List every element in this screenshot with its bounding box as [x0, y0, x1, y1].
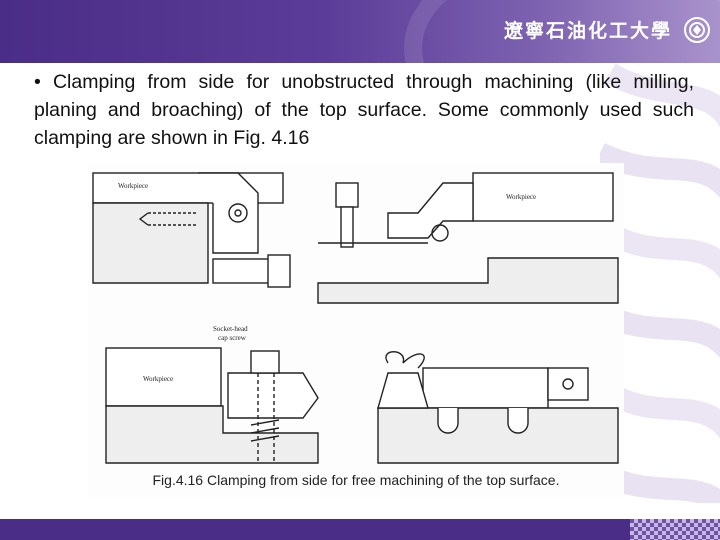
socket-head-label-line1: Socket-head: [213, 325, 248, 333]
panel1-workpiece-label: Workpiece: [118, 182, 148, 190]
footer-band: [0, 519, 720, 540]
panel3-workpiece-label: Workpiece: [143, 375, 173, 383]
panel-3-drawing: [105, 347, 319, 464]
university-logo-text: 遼寧石油化工大學: [503, 20, 672, 42]
panel2-workpiece-label: Workpiece: [506, 193, 536, 201]
clamping-drawings: Workpiece Workpiece Workpiece Socket-hea…: [92, 172, 619, 464]
figure-caption: Fig.4.16 Clamping from side for free mac…: [152, 472, 560, 488]
header-bar: 遼寧石油化工大學: [0, 0, 720, 63]
socket-head-label-line2: cap screw: [218, 334, 247, 342]
footer-checker-pattern: [630, 519, 720, 540]
decorative-swirls: [600, 63, 720, 503]
university-seal-icon: [684, 17, 710, 43]
panel-1-drawing: [92, 172, 291, 288]
panel-2-drawing: [317, 172, 619, 304]
panel-4-drawing: [377, 351, 619, 464]
bullet-text: • Clamping from side for unobstructed th…: [34, 71, 694, 149]
figure-4-16: Workpiece Workpiece Workpiece Socket-hea…: [88, 163, 624, 498]
